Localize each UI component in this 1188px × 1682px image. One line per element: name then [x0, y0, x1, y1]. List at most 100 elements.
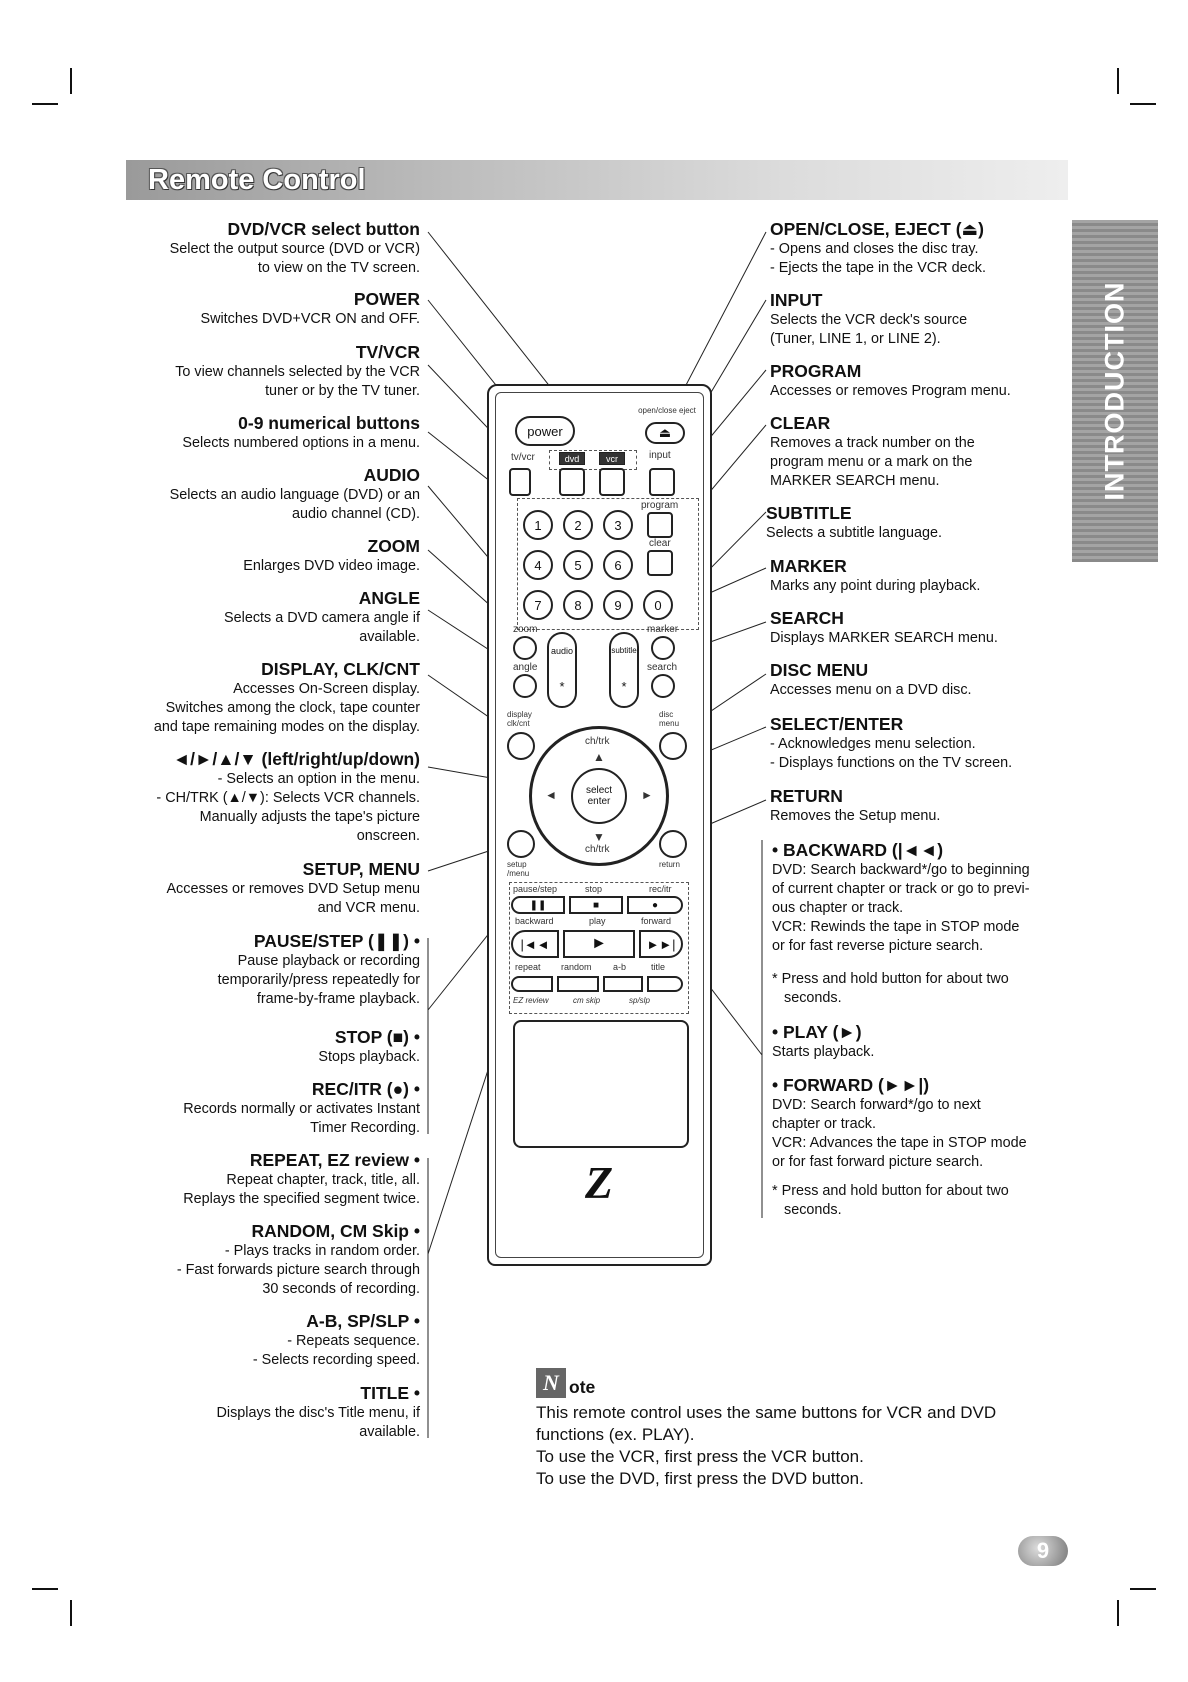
dvd-select-button[interactable] [559, 468, 585, 496]
angle-button[interactable] [513, 674, 537, 698]
left-item-setup: SETUP, MENU Accesses or removes DVD Setu… [120, 859, 420, 918]
digit-label: 9 [614, 597, 622, 613]
right-item-open-close: OPEN/CLOSE, EJECT (⏏) - Opens and closes… [770, 219, 1070, 278]
repeat-button[interactable] [511, 976, 553, 992]
clear-button[interactable] [647, 550, 673, 576]
crop-mark [70, 68, 72, 94]
rec-itr-button[interactable]: ● [627, 896, 683, 914]
note-icon: N [536, 1368, 566, 1398]
zoom-button[interactable] [513, 636, 537, 660]
play-button[interactable]: ► [563, 930, 635, 958]
item-desc: ous chapter or track. [772, 900, 904, 916]
item-desc: Marks any point during playback. [770, 578, 981, 594]
digit-5-button[interactable]: 5 [563, 550, 593, 580]
digit-2-button[interactable]: 2 [563, 510, 593, 540]
item-desc: - Repeats sequence. [287, 1333, 420, 1349]
vcr-label: vcr [606, 453, 618, 464]
item-desc: - Plays tracks in random order. [224, 1243, 420, 1259]
nav-down-icon[interactable]: ▼ [593, 830, 605, 844]
item-desc: and VCR menu. [317, 900, 420, 916]
backward-button[interactable]: |◄◄ [511, 930, 559, 958]
item-desc: Accesses or removes Program menu. [770, 383, 1011, 399]
ab-label: a-b [613, 962, 627, 972]
digit-6-button[interactable]: 6 [603, 550, 633, 580]
digit-0-button[interactable]: 0 [643, 590, 673, 620]
item-desc: - Fast forwards picture search through [176, 1262, 420, 1278]
vcr-button[interactable]: vcr [599, 452, 625, 465]
left-item-repeat: REPEAT, EZ review • Repeat chapter, trac… [120, 1150, 420, 1209]
left-item-tvvcr: TV/VCR To view channels selected by the … [120, 342, 420, 401]
item-desc: DVD: Search backward*/go to beginning [772, 862, 1030, 878]
display-button[interactable] [507, 732, 535, 760]
right-item-search: SEARCH Displays MARKER SEARCH menu. [770, 608, 1070, 648]
item-desc: Removes the Setup menu. [770, 808, 941, 824]
subtitle-button[interactable]: subtitle * [609, 632, 639, 708]
item-desc: - Selects an option in the menu. [217, 771, 420, 787]
item-title: • PLAY (►) [772, 1022, 862, 1042]
digit-1-button[interactable]: 1 [523, 510, 553, 540]
item-title: ANGLE [358, 588, 420, 608]
digit-label: 2 [574, 517, 582, 533]
item-desc: Enlarges DVD video image. [243, 558, 420, 574]
item-desc: chapter or track. [772, 1116, 876, 1132]
forward-label: forward [641, 916, 672, 926]
right-item-clear: CLEAR Removes a track number on the prog… [770, 413, 1070, 491]
digit-8-button[interactable]: 8 [563, 590, 593, 620]
stop-button[interactable]: ■ [569, 896, 623, 914]
digit-9-button[interactable]: 9 [603, 590, 633, 620]
digit-7-button[interactable]: 7 [523, 590, 553, 620]
right-item-subtitle: SUBTITLE Selects a subtitle language. [766, 503, 1066, 543]
tvvcr-button[interactable] [509, 468, 531, 496]
select-enter-button[interactable]: select enter [571, 768, 627, 824]
item-desc: Selects a subtitle language. [766, 525, 943, 541]
setup-menu-button[interactable] [507, 830, 535, 858]
vcr-select-button[interactable] [599, 468, 625, 496]
nav-up-icon[interactable]: ▲ [593, 750, 605, 764]
pause-label: pause/step [513, 884, 558, 894]
title-button[interactable] [647, 976, 683, 992]
item-desc: Timer Recording. [310, 1120, 420, 1136]
right-item-forward-note: * Press and hold button for about two se… [772, 1182, 1072, 1220]
random-button[interactable] [557, 976, 599, 992]
left-item-title: TITLE • Displays the disc's Title menu, … [120, 1383, 421, 1442]
right-item-play: • PLAY (►) Starts playback. [772, 1022, 1072, 1062]
right-item-disc-menu: DISC MENU Accesses menu on a DVD disc. [770, 660, 1070, 700]
digit-3-button[interactable]: 3 [603, 510, 633, 540]
audio-button[interactable]: audio * [547, 632, 577, 708]
backward-label: backward [515, 916, 554, 926]
power-button[interactable]: power [515, 416, 575, 446]
program-button[interactable] [647, 512, 673, 538]
item-desc: tuner or by the TV tuner. [265, 383, 420, 399]
pause-step-button[interactable]: ❚❚ [511, 896, 565, 914]
crop-mark [1117, 1600, 1119, 1626]
right-item-marker: MARKER Marks any point during playback. [770, 556, 1070, 596]
item-desc: to view on the TV screen. [257, 260, 420, 276]
forward-button[interactable]: ►►| [639, 930, 683, 958]
left-item-pause: PAUSE/STEP (❚❚) • Pause playback or reco… [120, 931, 420, 1009]
item-title: DISPLAY, CLK/CNT [261, 659, 420, 679]
disc-menu-button[interactable] [659, 732, 687, 760]
item-desc: program menu or a mark on the [770, 454, 973, 470]
digit-4-button[interactable]: 4 [523, 550, 553, 580]
left-item-stop: STOP (■) • Stops playback. [120, 1027, 420, 1067]
left-item-zoom: ZOOM Enlarges DVD video image. [120, 536, 420, 576]
item-desc: - Opens and closes the disc tray. [770, 241, 979, 257]
nav-left-icon[interactable]: ◄ [545, 788, 557, 802]
crop-mark [1130, 103, 1156, 105]
left-item-angle: ANGLE Selects a DVD camera angle if avai… [120, 588, 420, 647]
open-close-label: open/close eject [638, 406, 696, 415]
input-button[interactable] [649, 468, 675, 496]
nav-right-icon[interactable]: ► [641, 788, 653, 802]
eject-button[interactable]: ⏏ [645, 422, 685, 444]
item-title: SELECT/ENTER [770, 714, 904, 734]
section-header: Remote Control [126, 160, 1068, 200]
return-button[interactable] [659, 830, 687, 858]
ab-button[interactable] [603, 976, 643, 992]
dvd-button[interactable]: dvd [559, 452, 585, 465]
marker-button[interactable] [651, 636, 675, 660]
item-desc: Selects the VCR deck's source [770, 312, 968, 328]
item-title: REPEAT, EZ review • [249, 1150, 420, 1170]
search-button[interactable] [651, 674, 675, 698]
item-title: PAUSE/STEP (❚❚) • [253, 931, 420, 951]
item-desc: (Tuner, LINE 1, or LINE 2). [770, 331, 941, 347]
